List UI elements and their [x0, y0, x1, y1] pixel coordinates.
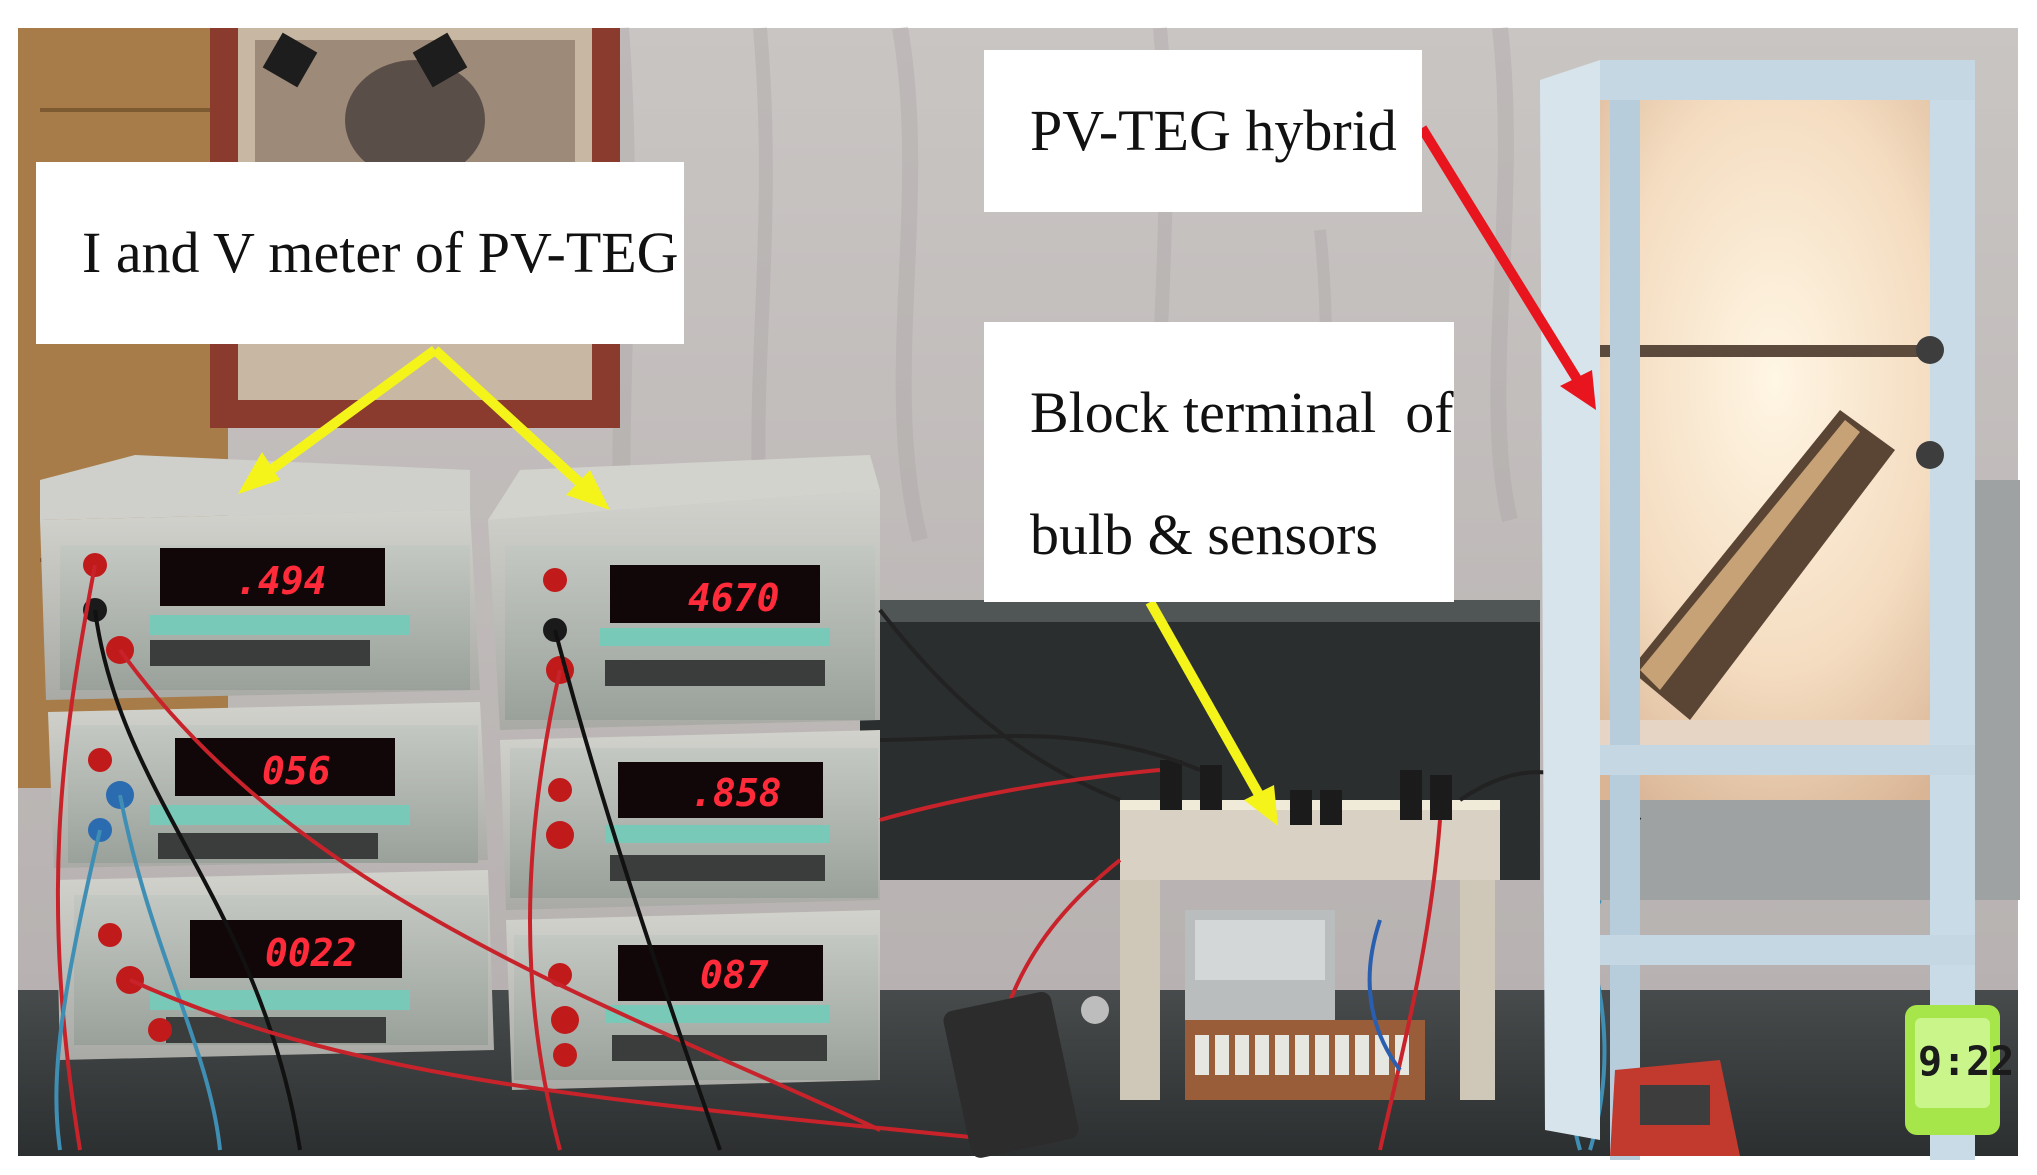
- right-bottom-reading: 087: [700, 953, 769, 997]
- yellow-arrow-left-meter: [238, 345, 438, 494]
- yellow-arrow-right-meter: [431, 346, 610, 510]
- timer-display: 9:22: [1918, 1039, 2014, 1085]
- block-label-line2: bulb & sensors: [1030, 502, 1378, 567]
- callout-hybrid-label: PV-TEG hybrid: [984, 50, 1422, 212]
- callout-meter-label: I and V meter of PV-TEG: [36, 162, 684, 344]
- yellow-arrow-block-terminal: [1145, 599, 1278, 826]
- digital-timer: 9:22: [1905, 1005, 2014, 1135]
- callout-block-terminal-label: Block terminal of bulb & sensors: [984, 322, 1454, 602]
- left-bottom-reading: 0022: [265, 931, 357, 975]
- wiring: [54, 564, 1642, 1151]
- left-middle-reading: 056: [262, 749, 331, 793]
- right-meter-stack: [488, 455, 880, 1090]
- red-arrow-hybrid: [1417, 125, 1596, 410]
- block-terminal-board: [1120, 760, 1500, 1100]
- meter-label-text: I and V meter of PV-TEG: [82, 220, 679, 285]
- right-top-reading: 4670: [688, 576, 780, 620]
- pv-teg-hybrid-cabinet: [1540, 60, 1975, 1160]
- hybrid-label-text: PV-TEG hybrid: [1030, 98, 1397, 163]
- right-middle-reading: .858: [690, 771, 782, 815]
- left-meter-stack: [40, 455, 494, 1060]
- block-label-line1: Block terminal of: [1030, 380, 1454, 445]
- handheld-multimeter: [1610, 1060, 1740, 1156]
- left-top-reading: .494: [235, 559, 327, 603]
